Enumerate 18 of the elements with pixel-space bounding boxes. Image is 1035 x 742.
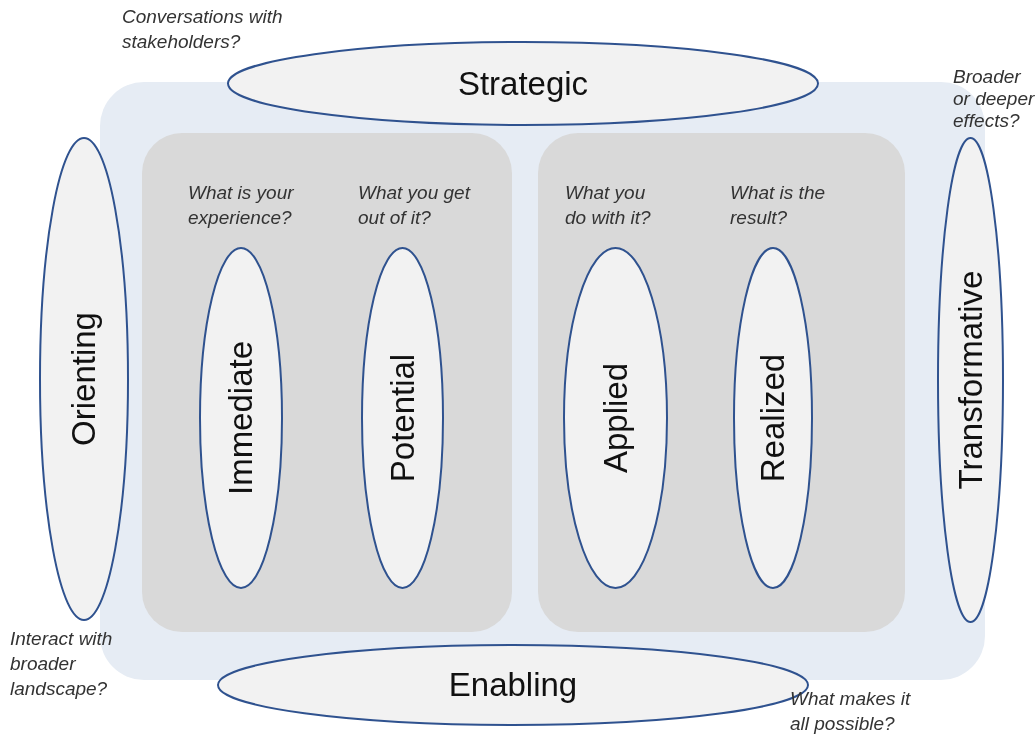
ellipse-label: Realized (754, 353, 792, 483)
question-text: Conversations with stakeholders? (122, 5, 284, 54)
ellipse-label: Enabling (448, 666, 578, 704)
question-text: What is your experience? (188, 181, 295, 230)
question-text: Broader or deeper effects? (953, 66, 1035, 132)
group-panel (142, 133, 512, 632)
question-text: What makes it all possible? (790, 687, 912, 736)
question-text: Interact with broader landscape? (10, 627, 114, 701)
ellipse-label: Orienting (65, 312, 103, 446)
ellipse-label: Potential (383, 353, 422, 483)
ellipse-label: Transformative (951, 270, 990, 490)
question-text: What you do with it? (565, 181, 652, 230)
ellipse-label: Strategic (457, 64, 589, 103)
ellipse-label: Immediate (222, 340, 260, 496)
question-text: What you get out of it? (358, 181, 472, 230)
ellipse-label: Applied (596, 362, 635, 474)
group-panel (538, 133, 905, 632)
question-text: What is the result? (730, 181, 827, 230)
